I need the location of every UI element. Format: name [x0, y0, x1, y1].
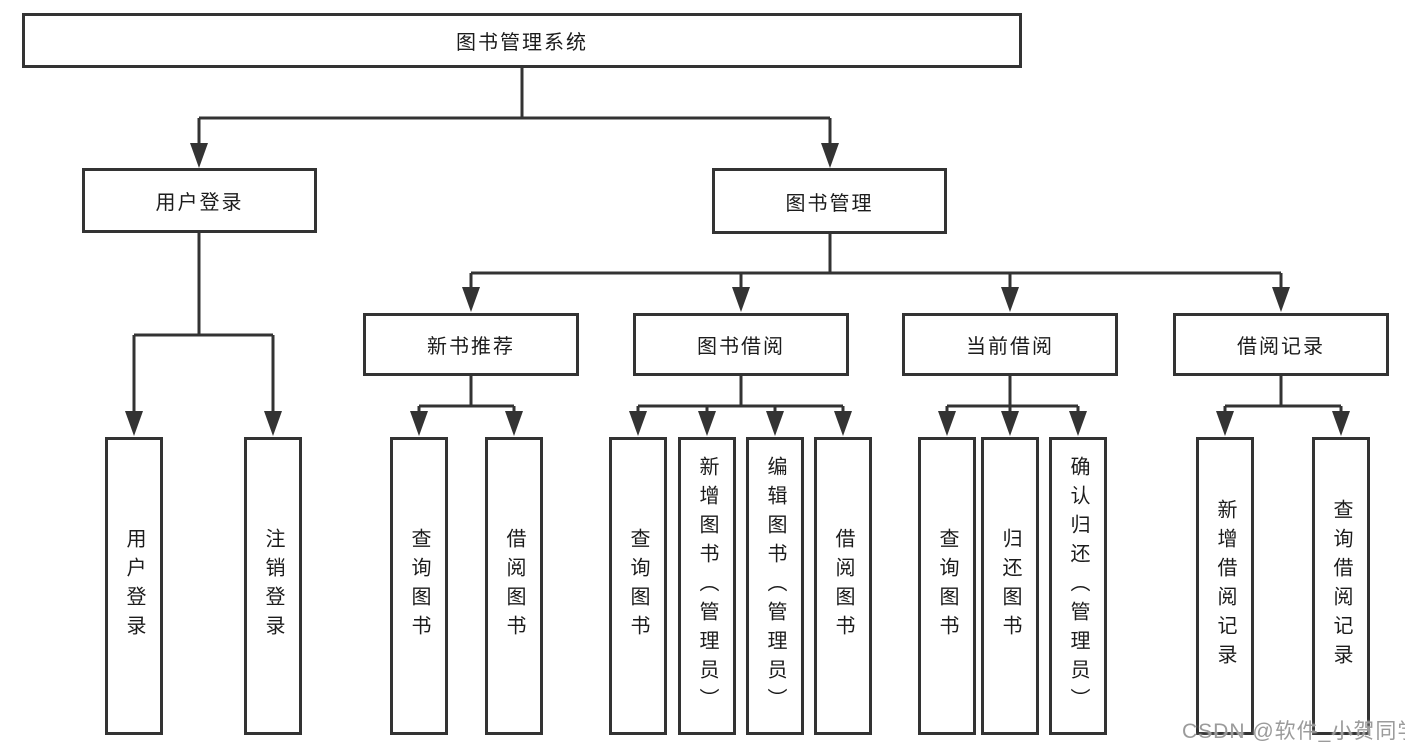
node-root: 图书管理系统 [22, 13, 1022, 68]
node-borrow-records-label: 借阅记录 [1237, 336, 1325, 358]
leaf-add-book-admin-label: 新增图书（管理员） [696, 455, 718, 717]
leaf-query-book-current: 查询图书 [918, 437, 976, 735]
arrow-down-icon [410, 411, 428, 436]
node-new-book-recommend-label: 新书推荐 [427, 336, 515, 358]
leaf-query-book-recommend: 查询图书 [390, 437, 448, 735]
arrow-down-icon [190, 143, 208, 168]
leaf-query-borrow-record: 查询借阅记录 [1312, 437, 1370, 735]
leaf-borrow-book-recommend: 借阅图书 [485, 437, 543, 735]
leaf-edit-book-admin: 编辑图书（管理员） [746, 437, 804, 735]
leaf-confirm-return-admin-label: 确认归还（管理员） [1067, 455, 1089, 717]
csdn-watermark: CSDN @软件_小贺同学 [1182, 720, 1405, 743]
leaf-user-login-label: 用户登录 [123, 528, 145, 644]
leaf-query-book-borrow-label: 查询图书 [627, 528, 649, 644]
leaf-return-book: 归还图书 [981, 437, 1039, 735]
node-book-borrow: 图书借阅 [633, 313, 849, 376]
arrowheads [125, 143, 1350, 436]
arrow-down-icon [938, 411, 956, 436]
leaf-query-book-borrow: 查询图书 [609, 437, 667, 735]
leaf-edit-book-admin-label: 编辑图书（管理员） [764, 455, 786, 717]
connector-lines [132, 68, 1343, 413]
arrow-down-icon [732, 287, 750, 312]
node-book-management-label: 图书管理 [785, 192, 874, 215]
node-book-management: 图书管理 [712, 168, 947, 234]
arrow-down-icon [1272, 287, 1290, 312]
arrow-down-icon [1216, 411, 1234, 436]
leaf-logout-label: 注销登录 [262, 528, 284, 644]
leaf-add-borrow-record: 新增借阅记录 [1196, 437, 1254, 735]
leaf-borrow-book: 借阅图书 [814, 437, 872, 735]
leaf-query-book-current-label: 查询图书 [936, 528, 958, 644]
arrow-down-icon [834, 411, 852, 436]
arrow-down-icon [1001, 411, 1019, 436]
leaf-borrow-book-recommend-label: 借阅图书 [503, 528, 525, 644]
arrow-down-icon [505, 411, 523, 436]
leaf-add-borrow-record-label: 新增借阅记录 [1214, 499, 1236, 673]
leaf-logout: 注销登录 [244, 437, 302, 735]
leaf-confirm-return-admin: 确认归还（管理员） [1049, 437, 1107, 735]
node-new-book-recommend: 新书推荐 [363, 313, 579, 376]
leaf-user-login: 用户登录 [105, 437, 163, 735]
arrow-down-icon [1001, 287, 1019, 312]
arrow-down-icon [264, 411, 282, 436]
arrow-down-icon [629, 411, 647, 436]
arrow-down-icon [462, 287, 480, 312]
arrow-down-icon [698, 411, 716, 436]
node-current-borrow: 当前借阅 [902, 313, 1118, 376]
leaf-query-borrow-record-label: 查询借阅记录 [1330, 499, 1352, 673]
node-current-borrow-label: 当前借阅 [966, 336, 1054, 358]
node-book-borrow-label: 图书借阅 [697, 336, 785, 358]
node-user-login: 用户登录 [82, 168, 317, 233]
leaf-query-book-recommend-label: 查询图书 [408, 528, 430, 644]
node-user-login-label: 用户登录 [155, 192, 244, 214]
leaf-return-book-label: 归还图书 [999, 528, 1021, 644]
node-root-label: 图书管理系统 [456, 32, 588, 54]
leaf-borrow-book-label: 借阅图书 [832, 528, 854, 644]
arrow-down-icon [821, 143, 839, 168]
node-borrow-records: 借阅记录 [1173, 313, 1389, 376]
leaf-add-book-admin: 新增图书（管理员） [678, 437, 736, 735]
arrow-down-icon [1069, 411, 1087, 436]
arrow-down-icon [1332, 411, 1350, 436]
arrow-down-icon [125, 411, 143, 436]
arrow-down-icon [766, 411, 784, 436]
